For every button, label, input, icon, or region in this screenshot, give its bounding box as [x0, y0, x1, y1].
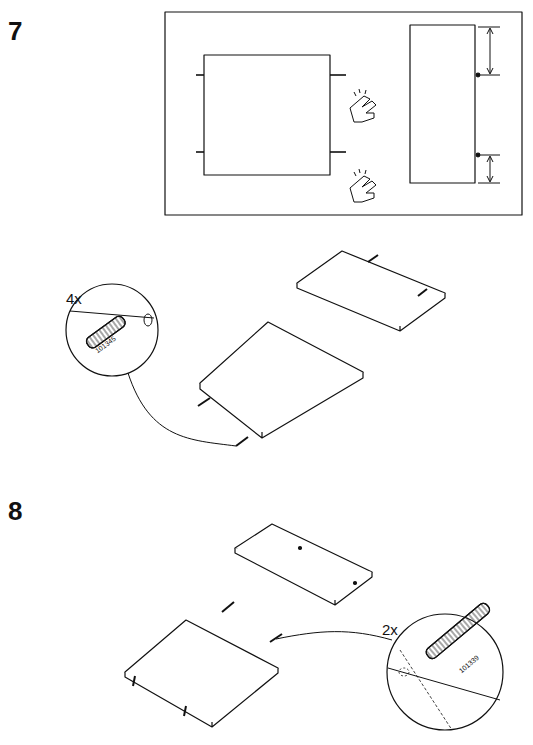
dowels	[133, 602, 282, 716]
detail-circle	[66, 284, 158, 376]
panel-side	[410, 25, 475, 183]
quantity-label: 2x	[382, 622, 398, 637]
leader-curve	[128, 373, 236, 446]
hand-icon	[350, 89, 376, 202]
panel-iso	[235, 524, 372, 605]
dowel-stubs	[196, 75, 346, 152]
step-number: 8	[8, 498, 22, 524]
panel-edge	[70, 311, 154, 318]
leader-curve	[276, 632, 392, 640]
panel-iso	[297, 251, 445, 331]
dimension-marks	[478, 27, 500, 183]
step-number: 7	[8, 18, 22, 44]
panel-iso	[200, 322, 363, 438]
quantity-label: 4x	[66, 291, 82, 306]
panel-front	[204, 55, 330, 175]
panel-iso	[125, 620, 278, 727]
dowels	[198, 255, 427, 446]
dowel-detail	[424, 601, 491, 660]
detail-circle	[387, 614, 503, 730]
inset-frame	[165, 12, 522, 215]
panel-edge	[388, 668, 500, 700]
